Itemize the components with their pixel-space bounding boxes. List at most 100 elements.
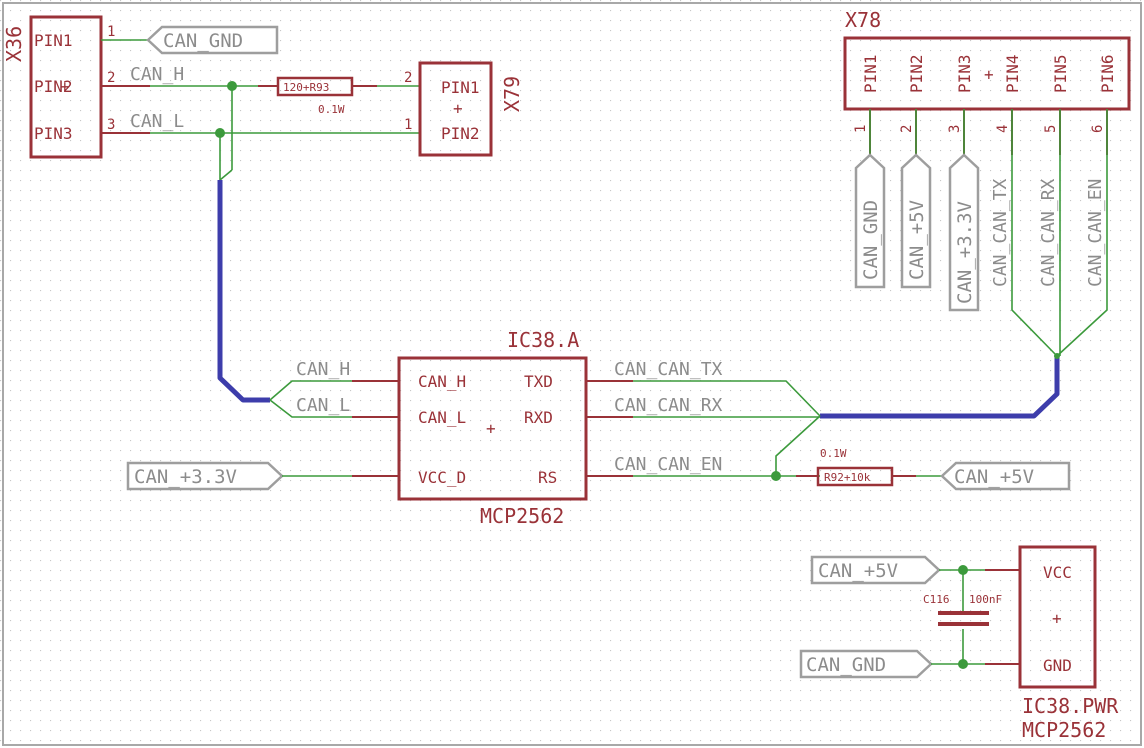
x78-pin5-label: PIN5 (1051, 54, 1070, 93)
x36-pin3-label: PIN3 (34, 124, 73, 143)
ic38a-pin-vcc: VCC_D (418, 468, 466, 487)
resistor-r93[interactable]: 120+R93 0.1W (258, 76, 377, 116)
net-label-can-l-ic: CAN_L (296, 395, 350, 416)
junction-can-en (771, 471, 781, 481)
tag-label: CAN_+5V (954, 466, 1034, 488)
connector-x36[interactable]: X36 PIN1 PIN2 PIN3 + 1 2 3 (2, 15, 150, 159)
net-tag-can-gnd-top[interactable]: CAN_GND (146, 25, 279, 55)
ic38a-pin-rxd: RXD (524, 408, 553, 427)
x78-num2: 2 (899, 125, 915, 133)
tag-label: CAN_GND (860, 200, 882, 280)
tag-shape (146, 25, 279, 55)
wire-ic-can-l (269, 399, 352, 418)
x78-pin2-label: PIN2 (907, 54, 926, 93)
r93-rating: 0.1W (318, 103, 345, 116)
x79-pin2-label: PIN2 (441, 124, 480, 143)
junction-c116-vcc (958, 565, 968, 575)
x36-pin3-num: 3 (107, 117, 115, 133)
junction-can-h (227, 81, 237, 91)
x79-pin1-num: 2 (404, 70, 412, 86)
x78-num6: 6 (1090, 125, 1106, 133)
ic38a-pin-canl: CAN_L (418, 408, 466, 427)
x78-pin4-label: PIN4 (1003, 54, 1022, 93)
wire-can-en-bus (775, 415, 821, 476)
ic38pwr-body (1018, 545, 1097, 689)
net-tag-can-gnd-x78[interactable]: CAN_GND (854, 153, 886, 289)
net-tag-can-5v-pwr[interactable]: CAN_+5V (810, 555, 941, 585)
x78-pin3-label: PIN3 (955, 54, 974, 93)
tag-label: CAN_GND (163, 30, 243, 52)
x36-pin2-num: 2 (107, 70, 115, 86)
x78-ref: X78 (845, 8, 881, 32)
net-tag-can-3v3-x78[interactable]: CAN_+3.3V (948, 153, 980, 312)
ic38a-pin-txd: TXD (524, 372, 553, 391)
x79-pin1-label: PIN1 (441, 78, 480, 97)
x36-ref: X36 (2, 26, 26, 62)
x79-plus: + (453, 99, 463, 118)
x78-num5: 5 (1043, 125, 1059, 133)
bus-can-left (217, 180, 270, 403)
net-label-can-h-ic: CAN_H (296, 359, 350, 380)
ic38a-body (397, 356, 588, 501)
junction-c116-gnd (958, 659, 968, 669)
net-label-x78-rx: CAN_CAN_RX (1038, 178, 1059, 287)
tag-shape (854, 153, 886, 289)
tag-shape (948, 153, 980, 312)
x78-num1: 1 (853, 125, 869, 133)
capacitor-c116[interactable]: C116 100nF (923, 565, 1002, 669)
ic38a-ref: IC38.A (507, 328, 579, 352)
x78-num3: 3 (947, 125, 963, 133)
x79-ref: X79 (500, 76, 524, 112)
ic-ic38a[interactable]: IC38.A MCP2562 CAN_H CAN_L VCC_D TXD RXD… (352, 328, 633, 528)
x78-body (843, 36, 1131, 111)
ic38a-part: MCP2562 (480, 504, 564, 528)
x79-body (418, 61, 493, 157)
tag-label: CAN_+3.3V (134, 466, 237, 488)
ic-ic38pwr[interactable]: VCC GND + IC38.PWR MCP2562 (985, 545, 1119, 742)
net-tag-can-3v3[interactable]: CAN_+3.3V (126, 461, 284, 491)
r93-name: 120+R93 (283, 81, 329, 94)
junction-can-l (215, 128, 225, 138)
tag-shape (126, 461, 284, 491)
x78-pin6-label: PIN6 (1098, 54, 1117, 93)
tag-shape (940, 461, 1071, 491)
tag-shape (799, 649, 933, 679)
tag-label: CAN_+5V (818, 560, 898, 582)
c116-value: 100nF (969, 593, 1002, 606)
net-label-can-tx: CAN_CAN_TX (614, 359, 723, 380)
connector-x79[interactable]: PIN1 PIN2 + X79 2 1 (404, 61, 524, 157)
net-label-can-l-x36: CAN_L (130, 111, 184, 132)
bus-can-right (820, 356, 1060, 419)
resistor-r92[interactable]: R92+10k 0.1W (796, 447, 916, 487)
wire-x78-4 (1011, 109, 1058, 357)
c116-name: C116 (923, 593, 950, 606)
x36-pin1-num: 1 (107, 24, 115, 40)
r92-name: R92+10k (824, 471, 871, 484)
net-label-x78-en: CAN_CAN_EN (1085, 179, 1106, 287)
tag-label: CAN_+5V (906, 200, 928, 280)
ic38pwr-gnd: GND (1043, 656, 1072, 675)
net-tag-can-gnd-pwr[interactable]: CAN_GND (799, 649, 933, 679)
ic38pwr-vcc: VCC (1043, 563, 1072, 582)
ic38pwr-plus: + (1052, 609, 1062, 628)
wire-x78-6 (1056, 109, 1108, 357)
r92-rating: 0.1W (820, 447, 847, 460)
tag-label: CAN_+3.3V (954, 201, 976, 304)
net-tag-can-5v-mid[interactable]: CAN_+5V (940, 461, 1071, 491)
tag-shape (810, 555, 941, 585)
x36-pin2-label: PIN2 (34, 77, 73, 96)
x36-pin1-label: PIN1 (34, 31, 73, 50)
ic38a-pin-rs: RS (538, 468, 557, 487)
net-tag-can-5v-x78[interactable]: CAN_+5V (900, 153, 932, 289)
net-label-x78-tx: CAN_CAN_TX (990, 178, 1011, 287)
ic38a-pin-canh: CAN_H (418, 372, 466, 391)
ic38pwr-part: MCP2562 (1022, 718, 1106, 742)
x78-pin1-label: PIN1 (861, 54, 880, 93)
wire-can-h-bend (219, 169, 233, 181)
x78-plus: + (984, 65, 994, 84)
net-label-can-en: CAN_CAN_EN (614, 454, 722, 475)
x79-pin2-num: 1 (404, 117, 412, 133)
net-label-can-h-x36: CAN_H (130, 64, 184, 85)
